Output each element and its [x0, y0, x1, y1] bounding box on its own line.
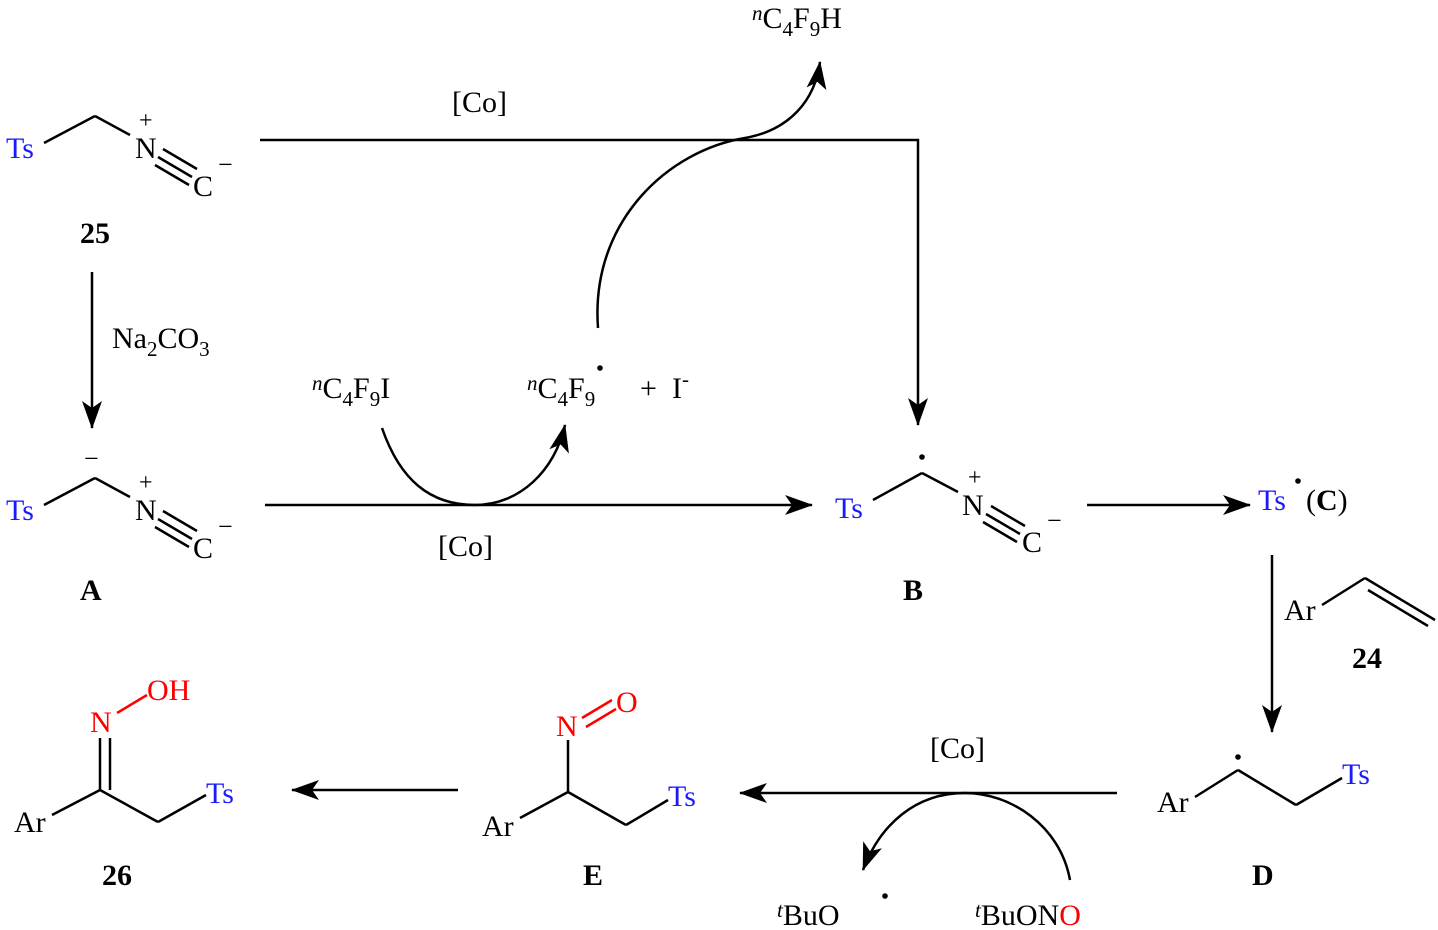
compound-26-oxime: Ar N OH Ts 26 — [14, 674, 234, 892]
tert-butoxy-radical: tBuO — [777, 893, 888, 930]
radical-dot — [1235, 754, 1241, 760]
minus-charge: − — [218, 512, 233, 541]
svg-text:+: + — [640, 372, 657, 405]
arrow-25-to-B — [260, 138, 928, 426]
svg-text:(C): (C) — [1306, 484, 1348, 517]
svg-text:Ar: Ar — [14, 806, 46, 839]
perfluorobutyl-radical-iodide: nC4F9 + I- — [527, 365, 689, 411]
label-A: A — [80, 574, 102, 607]
perfluorobutyl-iodide: nC4F9I — [312, 371, 390, 411]
compound-E: Ar N O Ts E — [482, 686, 696, 892]
oxime-nitrogen: N — [90, 706, 112, 739]
label-25: 25 — [80, 217, 110, 250]
ts-group: Ts — [1342, 758, 1370, 791]
compound-D: Ar Ts D — [1157, 754, 1370, 892]
ts-group: Ts — [835, 492, 863, 525]
cobalt-catalyst-bottom: [Co] — [930, 732, 985, 765]
svg-text:tBuONO: tBuONO — [975, 898, 1081, 930]
carbanion-charge: − — [84, 444, 99, 473]
compound-25: Ts N + C − 25 — [6, 108, 233, 250]
svg-text:Ar: Ar — [1157, 786, 1189, 819]
compound-A: Ts − N + C − A — [6, 444, 233, 607]
isocyanide-carbon: C — [193, 532, 213, 565]
ts-group: Ts — [668, 780, 696, 813]
tert-butyl-nitrite: tBuONO — [975, 898, 1081, 930]
svg-text:Ar: Ar — [1284, 594, 1316, 627]
label-26: 26 — [102, 859, 132, 892]
ts-group: Ts — [6, 494, 34, 527]
compound-24-styrene: Ar 24 — [1284, 576, 1436, 675]
svg-text:nC4F9H: nC4F9H — [752, 1, 842, 41]
perfluorobutane-product: nC4F9H — [752, 1, 842, 41]
radical-dot — [597, 365, 603, 371]
isocyanide-nitrogen: N — [962, 489, 984, 522]
cobalt-catalyst-top: [Co] — [452, 86, 507, 119]
svg-text:Ts: Ts — [1258, 484, 1286, 517]
svg-text:nC4F9: nC4F9 — [527, 371, 595, 411]
plus-charge: + — [968, 465, 982, 491]
nitroso-nitrogen: N — [556, 710, 578, 743]
isocyanide-nitrogen: N — [135, 132, 157, 165]
ts-group: Ts — [6, 132, 34, 165]
label-B: B — [903, 574, 923, 607]
plus-charge: + — [139, 108, 153, 134]
svg-text:I-: I- — [672, 367, 689, 405]
label-D: D — [1252, 859, 1274, 892]
svg-text:tBuO: tBuO — [777, 898, 840, 930]
curved-arrow-nitrite — [861, 791, 1072, 881]
cobalt-catalyst-middle: [Co] — [438, 530, 493, 563]
base-reagent: Na2CO3 — [112, 322, 210, 361]
label-E: E — [583, 859, 603, 892]
curved-arrow-to-C4F9H — [596, 61, 827, 329]
tosyl-radical-C: Ts (C) — [1258, 478, 1348, 517]
nitroso-oxygen: O — [616, 686, 638, 719]
svg-text:Ar: Ar — [482, 810, 514, 843]
curved-arrow-iodide-activation — [380, 424, 569, 507]
compound-B: Ts N + C − B — [835, 454, 1062, 607]
radical-dot — [1295, 478, 1301, 484]
isocyanide-nitrogen: N — [135, 494, 157, 527]
plus-charge: + — [139, 470, 153, 496]
minus-charge: − — [1047, 506, 1062, 535]
ts-group: Ts — [206, 777, 234, 810]
radical-dot — [919, 454, 925, 460]
isocyanide-carbon: C — [193, 170, 213, 203]
radical-dot — [882, 893, 888, 899]
isocyanide-carbon: C — [1022, 526, 1042, 559]
minus-charge: − — [218, 150, 233, 179]
oxime-hydroxyl: OH — [147, 674, 190, 707]
label-C: C — [1316, 484, 1338, 517]
label-24: 24 — [1352, 642, 1382, 675]
